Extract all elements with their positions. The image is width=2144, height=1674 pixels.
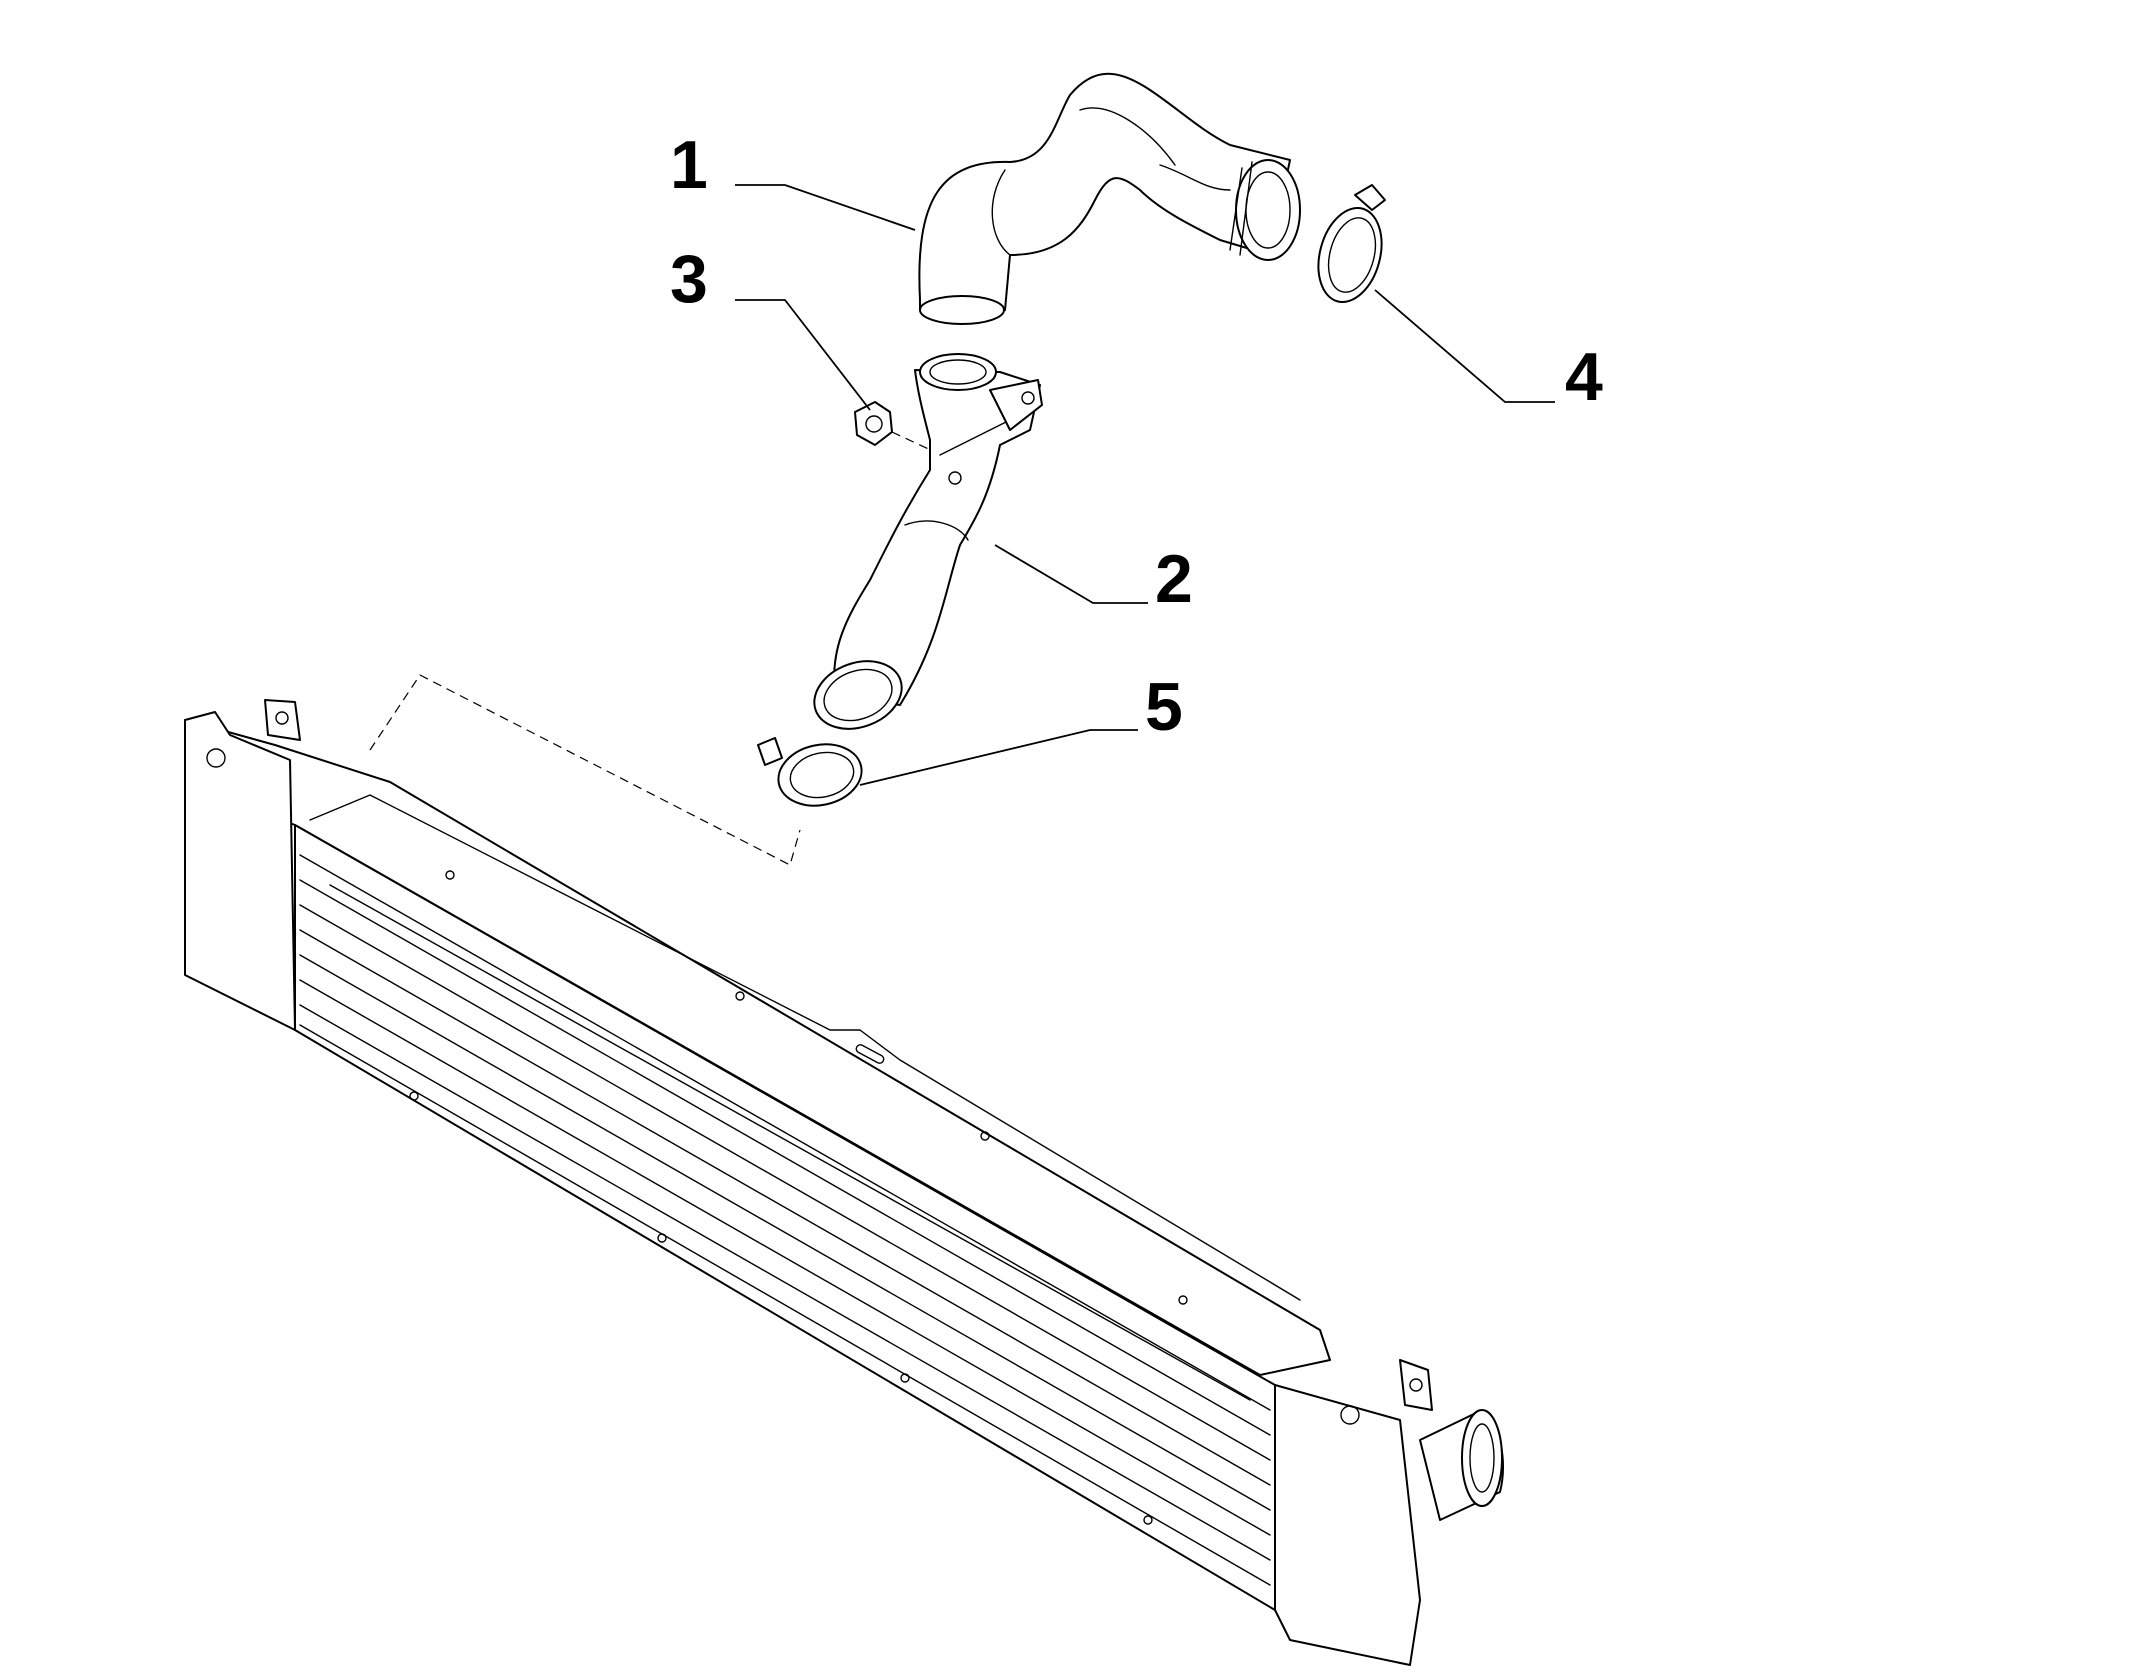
lower-hose <box>813 353 1043 730</box>
leader-line-4 <box>1374 289 1555 403</box>
callout-2: 2 <box>1155 541 1193 617</box>
assembly-guide-line <box>369 674 801 866</box>
callout-5: 5 <box>1145 669 1183 745</box>
callout-4: 4 <box>1565 339 1603 415</box>
clamp-5 <box>757 737 863 807</box>
upper-hose <box>918 72 1301 325</box>
leader-line-1 <box>735 184 916 231</box>
clamp-4 <box>1317 184 1386 304</box>
callout-3: 3 <box>670 241 708 317</box>
leader-line-5 <box>859 729 1138 786</box>
nut-3 <box>854 401 936 453</box>
leader-line-2 <box>994 544 1148 604</box>
leader-line-3 <box>735 299 871 411</box>
callout-1: 1 <box>670 127 708 203</box>
intercooler <box>184 699 1504 1666</box>
core-fins <box>299 854 1271 1586</box>
